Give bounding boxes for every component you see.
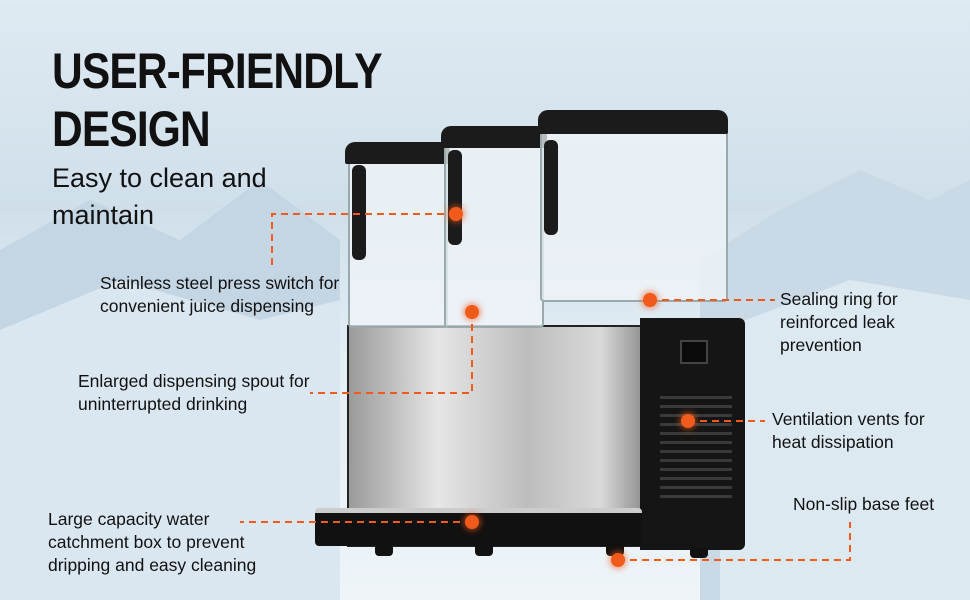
subheading-line: Easy to clean and [52, 163, 267, 193]
callout-dot [681, 414, 695, 428]
subheading: Easy to clean and maintain [52, 160, 267, 234]
heading-line: USER-FRIENDLY [52, 43, 383, 99]
callout-text: dripping and easy cleaning [48, 555, 257, 575]
callout-text: heat dissipation [772, 432, 894, 452]
callout-spout: Enlarged dispensing spout for uninterrup… [78, 370, 310, 416]
callout-dot [465, 515, 479, 529]
callout-text: Large capacity water [48, 509, 210, 529]
callout-text: Stainless steel press switch for [100, 273, 340, 293]
callout-text: Enlarged dispensing spout for [78, 371, 310, 391]
callout-text: uninterrupted drinking [78, 394, 248, 414]
callout-dot [449, 207, 463, 221]
subheading-line: maintain [52, 200, 155, 230]
callout-text: Non-slip base feet [793, 494, 935, 514]
page-heading: USER-FRIENDLY DESIGN [52, 42, 383, 158]
callout-base-feet: Non-slip base feet [793, 493, 934, 516]
callout-catchment-box: Large capacity water catchment box to pr… [48, 508, 256, 577]
drip-tray [315, 508, 642, 546]
callout-press-switch: Stainless steel press switch for conveni… [100, 272, 339, 318]
callout-vents: Ventilation vents for heat dissipation [772, 408, 925, 454]
callout-text: reinforced leak [780, 312, 895, 332]
callout-dot [611, 553, 625, 567]
heading-line: DESIGN [52, 101, 211, 157]
callout-text: Ventilation vents for [772, 409, 925, 429]
callout-dot [465, 305, 479, 319]
callout-text: prevention [780, 335, 862, 355]
callout-text: catchment box to prevent [48, 532, 245, 552]
callout-text: convenient juice dispensing [100, 296, 315, 316]
callout-text: Sealing ring for [780, 289, 898, 309]
callout-dot [643, 293, 657, 307]
callout-sealing-ring: Sealing ring for reinforced leak prevent… [780, 288, 898, 357]
ventilation-vents [660, 390, 732, 500]
